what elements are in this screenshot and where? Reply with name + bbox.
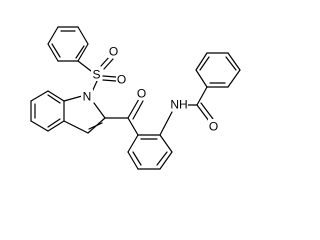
indole-nitrogen-label: N	[83, 90, 92, 104]
atom-labels: S O O N O NH O	[81, 44, 219, 134]
phenyl-ring-sulfonyl	[47, 26, 89, 62]
sulfonyl-oxygen-top-label: O	[109, 45, 118, 59]
indole-benzene-ring	[30, 90, 65, 132]
indole-pyrrole-ring	[63, 95, 106, 134]
ketone-bonds	[104, 98, 144, 120]
amide-bonds	[159, 86, 214, 136]
central-benzene-ring	[127, 117, 173, 170]
amide-oxygen-label: O	[209, 120, 218, 134]
sulfur-label: S	[92, 68, 100, 82]
sulfonyl-oxygen-right-label: O	[117, 73, 126, 87]
ketone-oxygen-label: O	[137, 87, 146, 101]
structure-diagram: S O O N O NH O	[30, 26, 241, 170]
benzoyl-phenyl-ring	[195, 52, 241, 88]
molecule-drawing: S O O N O NH O	[30, 26, 241, 170]
amide-nh-label: NH	[170, 98, 187, 112]
